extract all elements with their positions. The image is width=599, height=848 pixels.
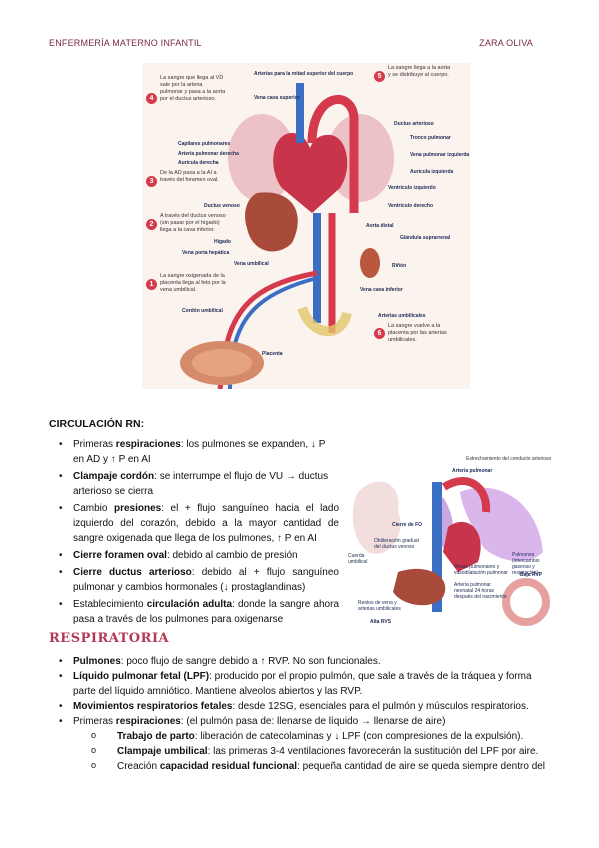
label-arterias-umb: Arterias umbilicales — [378, 313, 426, 319]
header-left: ENFERMERÍA MATERNO INFANTIL — [49, 38, 202, 48]
list-item: Movimientos respiratorios fetales: desde… — [57, 699, 557, 714]
list-item: Establecimiento circulación adulta: dond… — [57, 597, 339, 627]
list-item: Clampaje cordón: se interrumpe el flujo … — [57, 469, 339, 499]
label-vena-cava-inf: Vena cava inferior — [360, 287, 403, 293]
label-rinon: Riñón — [392, 263, 407, 269]
list-item: Pulmones: poco flujo de sangre debido a … — [57, 654, 557, 669]
callout-number-4: 4 — [146, 93, 157, 104]
label-cierre-fo: Cierre de FO — [392, 522, 423, 528]
callout-text-5: La sangre llega a la aorta y se distribu… — [388, 65, 451, 78]
fetal-circulation-illustration — [142, 63, 470, 390]
respiraciones-sublist: Trabajo de parto: liberación de catecola… — [73, 728, 557, 774]
label-ventriculo-izq: Ventrículo izquierdo — [388, 185, 436, 191]
list-item: Primeras respiraciones: (el pulmón pasa … — [57, 714, 557, 774]
label-arteria-pulm: Arteria pulmonar — [452, 468, 493, 474]
callout-number-3: 3 — [146, 176, 157, 187]
section-title-circulacion-rn: CIRCULACIÓN RN: — [49, 418, 145, 430]
label-auricula-izq: Aurícula izquierda — [410, 169, 454, 175]
label-aorta-distal: Aorta distal — [366, 223, 394, 229]
list-item: Primeras respiraciones: los pulmones se … — [57, 437, 339, 467]
label-ductus-venoso: Ductus venoso — [204, 203, 240, 209]
label-arteria-pulm-der: Arteria pulmonar derecha — [178, 151, 239, 157]
list-item: Cierre ductus arterioso: debido al + flu… — [57, 565, 339, 595]
respiratoria-list: Pulmones: poco flujo de sangre debido a … — [57, 654, 557, 774]
sub-list-item: Clampaje umbilical: las primeras 3-4 ven… — [73, 743, 557, 759]
list-item: Cierre foramen oval: debido al cambio de… — [57, 548, 339, 563]
label-restos: Restos de vena y arterias umbilicales — [358, 600, 401, 612]
label-arteria-neonatal: Arteria pulmonar neonatal 24 horas despu… — [454, 582, 507, 600]
label-alta-rvs: Alta RVS — [370, 619, 392, 625]
circulacion-rn-list: Primeras respiraciones: los pulmones se … — [57, 437, 339, 629]
newborn-circulation-figure: Estrechamiento del conducto arterioso Ar… — [348, 452, 556, 628]
callout-number-2: 2 — [146, 219, 157, 230]
label-cuerda: Cuerda umbilical — [348, 553, 368, 565]
label-obliteracion: Obliteración gradual del ductus venoso — [374, 538, 419, 550]
callout-number-1: 1 — [146, 279, 157, 290]
label-vena-umbilical: Vena umbilical — [234, 261, 269, 267]
newborn-circulation-illustration — [348, 452, 556, 628]
label-arterias-mitad: Arterias para la mitad superior del cuer… — [254, 71, 354, 77]
label-vena-pulm-izq: Vena pulmonar izquierda — [410, 152, 470, 158]
label-estrechamiento: Estrechamiento del conducto arterioso — [466, 456, 552, 462]
sub-list-item: Creación capacidad residual funcional: p… — [73, 758, 557, 774]
header-right: ZARA OLIVA — [479, 38, 533, 48]
label-vena-porta: Vena porta hepática — [182, 250, 230, 256]
label-tronco-pulmonar: Tronco pulmonar — [410, 135, 451, 141]
section-title-respiratoria: RESPIRATORIA — [49, 631, 170, 646]
label-cordon: Cordón umbilical — [182, 308, 223, 314]
label-baja-rvp: Baja RVP — [520, 572, 543, 578]
label-ventriculo-der: Ventrículo derecho — [388, 203, 434, 209]
callout-text-2: A través del ductus venoso (sin pasar po… — [160, 213, 226, 233]
fetal-circulation-figure: 1 La sangre oxigenada de la placenta lle… — [142, 63, 470, 390]
callout-text-4: La sangre que llega al VD sale por la ar… — [160, 75, 226, 102]
callout-text-6: La sangre vuelve a la placenta por las a… — [388, 323, 447, 343]
callout-text-1: La sangre oxigenada de la placenta llega… — [160, 273, 226, 293]
list-item: Líquido pulmonar fetal (LPF): producido … — [57, 669, 557, 699]
callout-number-6: 6 — [374, 328, 385, 339]
list-item: Cambio presiones: el + flujo sanguíneo h… — [57, 501, 339, 546]
label-placenta: Placenta — [262, 351, 283, 357]
label-glandula: Glándula suprarrenal — [400, 235, 451, 241]
label-venas-pulm: Venas pulmonares y vasodilatación pulmon… — [454, 564, 508, 576]
sub-list-item: Trabajo de parto: liberación de catecola… — [73, 728, 557, 744]
label-capilares: Capilares pulmonares — [178, 141, 231, 147]
label-ductus-arterioso: Ductus arterioso — [394, 121, 434, 127]
label-higado: Hígado — [214, 239, 231, 245]
label-auricula-der: Aurícula derecha — [178, 160, 219, 166]
callout-number-5: 5 — [374, 71, 385, 82]
label-pulmones: Pulmones (intercambio gaseoso y respirac… — [512, 552, 540, 576]
callout-text-3: De la AD pasa a la AI a través del foram… — [160, 170, 219, 183]
label-vena-cava-sup: Vena cava superior — [254, 95, 300, 101]
